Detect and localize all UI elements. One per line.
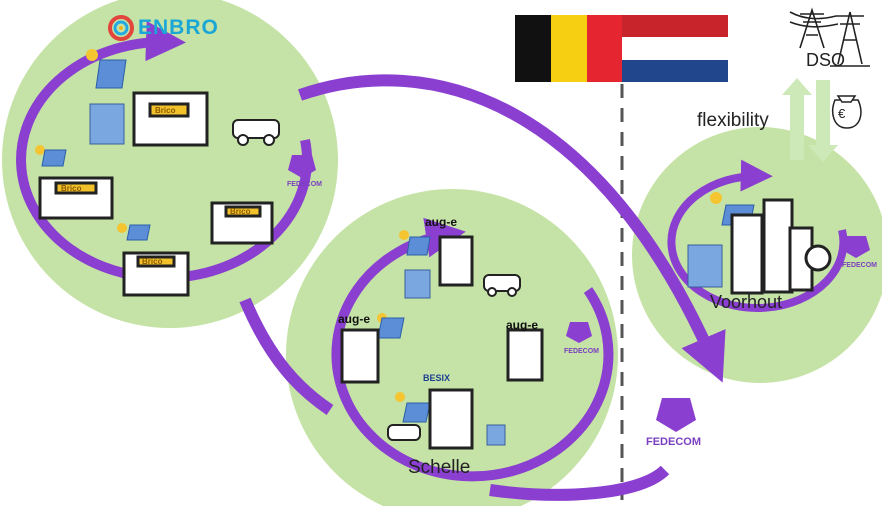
flexibility-label: flexibility [697,110,769,131]
flexibility-down-arrow [808,80,838,162]
aug-e-label-1: aug-e [425,215,458,229]
fedecom-label-enbro: FEDECOM [287,181,322,188]
battery-icon [89,103,723,446]
enbro-to-schelle-arrow [239,297,334,415]
voorhout-loop-arrow [667,159,848,312]
dso-label: DSO [806,50,846,70]
enbro-loop-arrow [16,21,312,283]
enbro-label: ENBRO [138,16,219,39]
voorhout-label: Voorhout [710,292,783,312]
flexibility-up-arrow [782,78,812,160]
fedecom-label-voorhout: FEDECOM [842,262,877,269]
besix-label: BESIX [423,373,451,383]
fedecom-label-main: FEDECOM [646,436,701,448]
aug-e-label-2: aug-e [338,312,371,326]
ev-car-icon [232,119,521,441]
schelle-loop-arrow [331,217,614,482]
schelle-to-fedecom-arrow [489,465,670,501]
enbro-to-voorhout-arrow [298,74,726,383]
money-bag-icon [832,95,862,129]
enbro-logo-icon [108,15,134,41]
fedecom-label-schelle: FEDECOM [564,348,599,355]
brico-label-3: Brico [230,207,251,216]
schelle-label: Schelle [408,457,471,478]
fedecom-logo-icon [288,155,870,432]
store-icon [38,91,274,297]
sun-icon [35,49,722,402]
city-skyline-icon [730,198,832,295]
brico-label-1: Brico [155,106,176,115]
brico-label-4: Brico [142,257,163,266]
belgium-flag [515,15,622,82]
euro-label: € [838,106,846,121]
brico-label-2: Brico [61,184,82,193]
power-pylon-icon [789,7,870,67]
office-building-icon [340,235,544,450]
netherlands-flag [622,15,728,82]
aug-e-label-3: aug-e [506,318,539,332]
